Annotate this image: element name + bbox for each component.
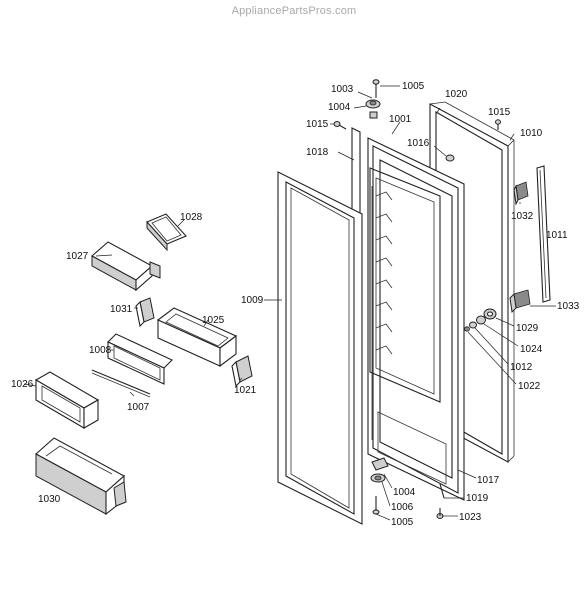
part-1027-door-bin xyxy=(91,241,161,292)
label-1021: 1021 xyxy=(234,385,257,396)
label-1004-bottom: 1004 xyxy=(393,487,416,498)
door-handle-bar xyxy=(536,165,551,303)
bottom-hinge-assembly xyxy=(370,457,389,515)
label-1008: 1008 xyxy=(89,345,112,356)
door-gasket-frame xyxy=(277,171,363,525)
label-1030: 1030 xyxy=(38,494,61,505)
label-1005-bottom: 1005 xyxy=(391,517,414,528)
label-1027: 1027 xyxy=(66,251,89,262)
watermark: AppliancePartsPros.com xyxy=(231,5,357,17)
screw-1015-right xyxy=(495,119,501,130)
label-1033: 1033 xyxy=(557,301,580,312)
label-1016: 1016 xyxy=(407,138,430,149)
label-1031: 1031 xyxy=(110,304,133,315)
label-1022: 1022 xyxy=(518,381,541,392)
part-1008-frame xyxy=(107,333,173,385)
top-hinge-assembly xyxy=(365,79,381,119)
label-1029: 1029 xyxy=(516,323,539,334)
part-1026-shelf xyxy=(34,371,100,429)
part-1029-bushing xyxy=(483,308,497,320)
part-1016-plug xyxy=(445,154,455,162)
label-1009: 1009 xyxy=(241,295,264,306)
label-1015-left: 1015 xyxy=(306,119,329,130)
label-1007: 1007 xyxy=(127,402,150,413)
part-1033-end-cap xyxy=(509,289,531,314)
label-1015-right: 1015 xyxy=(488,107,511,118)
label-1001: 1001 xyxy=(389,114,412,125)
part-1024-washer xyxy=(476,315,486,325)
part-labels: 1003 1005 1004 1001 1015 1020 1015 1010 … xyxy=(11,81,580,528)
label-1023: 1023 xyxy=(459,512,482,523)
part-1030-large-bin xyxy=(35,437,127,516)
label-1005-top: 1005 xyxy=(402,81,425,92)
part-1032-clip xyxy=(513,181,529,206)
leader-lines xyxy=(23,85,556,521)
label-1020: 1020 xyxy=(445,89,468,100)
label-1003: 1003 xyxy=(331,84,354,95)
screw-1023 xyxy=(436,508,444,519)
label-1010: 1010 xyxy=(520,128,543,139)
label-1011: 1011 xyxy=(546,230,568,241)
door-shelf-ribs xyxy=(375,191,393,355)
label-1018: 1018 xyxy=(306,147,329,158)
label-1017: 1017 xyxy=(477,475,500,486)
part-1022-nut xyxy=(464,326,470,332)
part-1021-bracket xyxy=(231,355,253,388)
label-1025: 1025 xyxy=(202,315,225,326)
label-1026: 1026 xyxy=(11,379,34,390)
screw-1015-left xyxy=(333,121,347,130)
label-1032: 1032 xyxy=(511,211,534,222)
label-1006: 1006 xyxy=(391,502,414,513)
part-1025-housing xyxy=(156,307,238,368)
label-1012: 1012 xyxy=(510,362,533,373)
part-1019-bracket xyxy=(439,483,445,499)
part-1028-small-tray xyxy=(146,213,187,252)
label-1024: 1024 xyxy=(520,344,543,355)
part-1007-rod xyxy=(91,369,151,398)
label-1028: 1028 xyxy=(180,212,203,223)
part-1031-clip xyxy=(135,297,155,328)
inner-door-liner xyxy=(367,137,465,501)
label-1019: 1019 xyxy=(466,493,489,504)
part-1012-screw xyxy=(469,321,477,329)
label-1004-top: 1004 xyxy=(328,102,351,113)
